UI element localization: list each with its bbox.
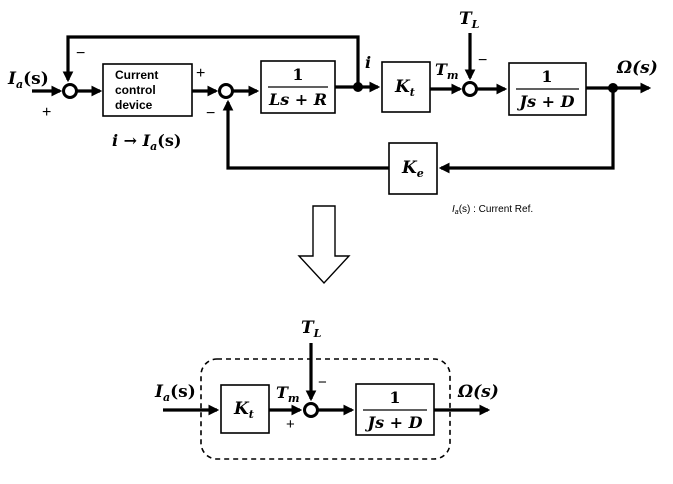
kt-gain-block-top <box>381 61 431 113</box>
signal-i-label: i <box>365 53 371 72</box>
kt-gain-block-bottom <box>220 384 270 434</box>
sign-plus-sj1: + <box>42 104 51 121</box>
summing-junction-1 <box>62 83 78 99</box>
signal-tl-label-top: TL <box>459 9 480 31</box>
electrical-denominator: Ls + R <box>268 90 327 109</box>
back-emf-feedback-in <box>438 88 615 174</box>
sign-plus-sj2: + <box>196 65 205 82</box>
controller-label-line1: Current <box>115 68 158 82</box>
mechanical-denominator-bottom: Js + D <box>365 413 423 432</box>
kt-label-top: Kt <box>394 77 415 99</box>
sign-minus-sj3: − <box>478 52 487 69</box>
summing-junction-2 <box>218 83 234 99</box>
sign-minus-sj2: − <box>206 105 215 122</box>
kt-label-bottom: Kt <box>233 399 254 421</box>
sign-minus-sj1: − <box>76 45 85 62</box>
electrical-numerator: 1 <box>292 65 303 84</box>
mechanical-denominator-top: Js + D <box>517 92 575 111</box>
signal-tm-label-bottom: Tm <box>276 383 300 405</box>
current-feedback-path <box>62 35 360 87</box>
back-emf-feedback-out <box>222 99 389 170</box>
input-label-top: Ia(s) <box>7 69 49 91</box>
simplification-arrow <box>297 205 351 285</box>
summing-junction-3 <box>462 81 478 97</box>
mapping-label: i → Ia(s) <box>112 131 181 153</box>
summing-junction-bottom <box>303 402 319 418</box>
simplified-system-boundary <box>200 358 451 460</box>
controller-label-line2: control <box>115 83 156 97</box>
mechanical-numerator-bottom: 1 <box>389 388 400 407</box>
ke-label: Ke <box>401 158 424 180</box>
top-diagram: Ia(s) + Current control device i → Ia(s)… <box>7 9 658 216</box>
mechanical-numerator-top: 1 <box>541 67 552 86</box>
sign-minus-bottom: − <box>318 374 327 391</box>
bottom-diagram: Ia(s) Kt Tm + TL − 1 Js + D Ω(s) <box>154 318 499 460</box>
input-label-bottom: Ia(s) <box>154 382 196 404</box>
signal-tm-label-top: Tm <box>435 60 459 82</box>
output-label-bottom: Ω(s) <box>457 382 499 402</box>
controller-label-line3: device <box>115 98 153 112</box>
signal-tl-label-bottom: TL <box>301 318 322 340</box>
current-ref-note: Ia(s) : Current Ref. <box>452 204 533 216</box>
output-label-top: Ω(s) <box>616 58 658 78</box>
sign-plus-bottom: + <box>286 416 295 433</box>
